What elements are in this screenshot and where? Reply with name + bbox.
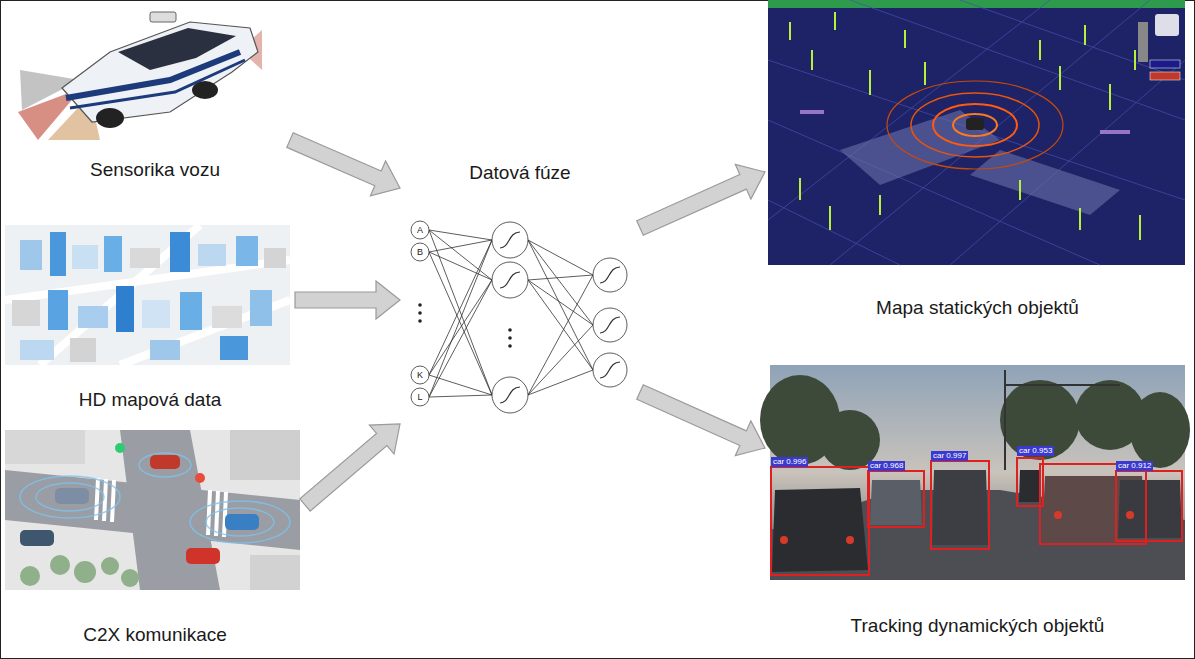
c2x-illustration bbox=[5, 430, 300, 590]
input-neuron-label: B bbox=[413, 246, 427, 258]
node-caption: Tracking dynamických objektů bbox=[848, 615, 1108, 638]
block-arrow bbox=[295, 281, 400, 319]
node-caption: C2X komunikace bbox=[80, 624, 230, 647]
tracking-panel: Tracking dynamických objektů bbox=[765, 360, 1190, 638]
detection-score: car 0.912 bbox=[1116, 461, 1153, 471]
block-arrow bbox=[637, 164, 765, 235]
node-caption: HD mapová data bbox=[76, 389, 225, 412]
hd-map-illustration bbox=[5, 225, 290, 365]
c2x-panel: C2X komunikace bbox=[5, 425, 305, 647]
detection-score: car 0.996 bbox=[771, 457, 808, 467]
fusion-network: Datová fúze bbox=[400, 162, 640, 424]
static-map-panel: Mapa statických objektů bbox=[765, 0, 1190, 320]
detection-score: car 0.968 bbox=[868, 461, 905, 471]
detection-boxes bbox=[771, 458, 1182, 575]
node-caption: Sensorika vozu bbox=[87, 159, 223, 182]
node-caption: Mapa statických objektů bbox=[873, 297, 1082, 320]
block-arrow bbox=[287, 133, 400, 196]
block-arrow bbox=[637, 385, 765, 456]
detection-score: car 0.953 bbox=[1017, 446, 1054, 456]
node-caption: Datová fúze bbox=[466, 162, 573, 185]
tracking-photo-illustration bbox=[760, 365, 1190, 580]
neural-network bbox=[411, 221, 627, 413]
input-neuron-label: A bbox=[413, 224, 427, 236]
car-sensor-illustration bbox=[18, 12, 262, 140]
input-neuron-label: K bbox=[413, 369, 427, 381]
block-arrow bbox=[300, 424, 400, 511]
map-data-panel: HD mapová data bbox=[5, 220, 295, 412]
detection-score: car 0.997 bbox=[931, 451, 968, 461]
input-neuron-label: L bbox=[413, 391, 427, 403]
sensor-panel: Sensorika vozu bbox=[20, 0, 290, 182]
lidar-map-illustration bbox=[768, 0, 1185, 265]
